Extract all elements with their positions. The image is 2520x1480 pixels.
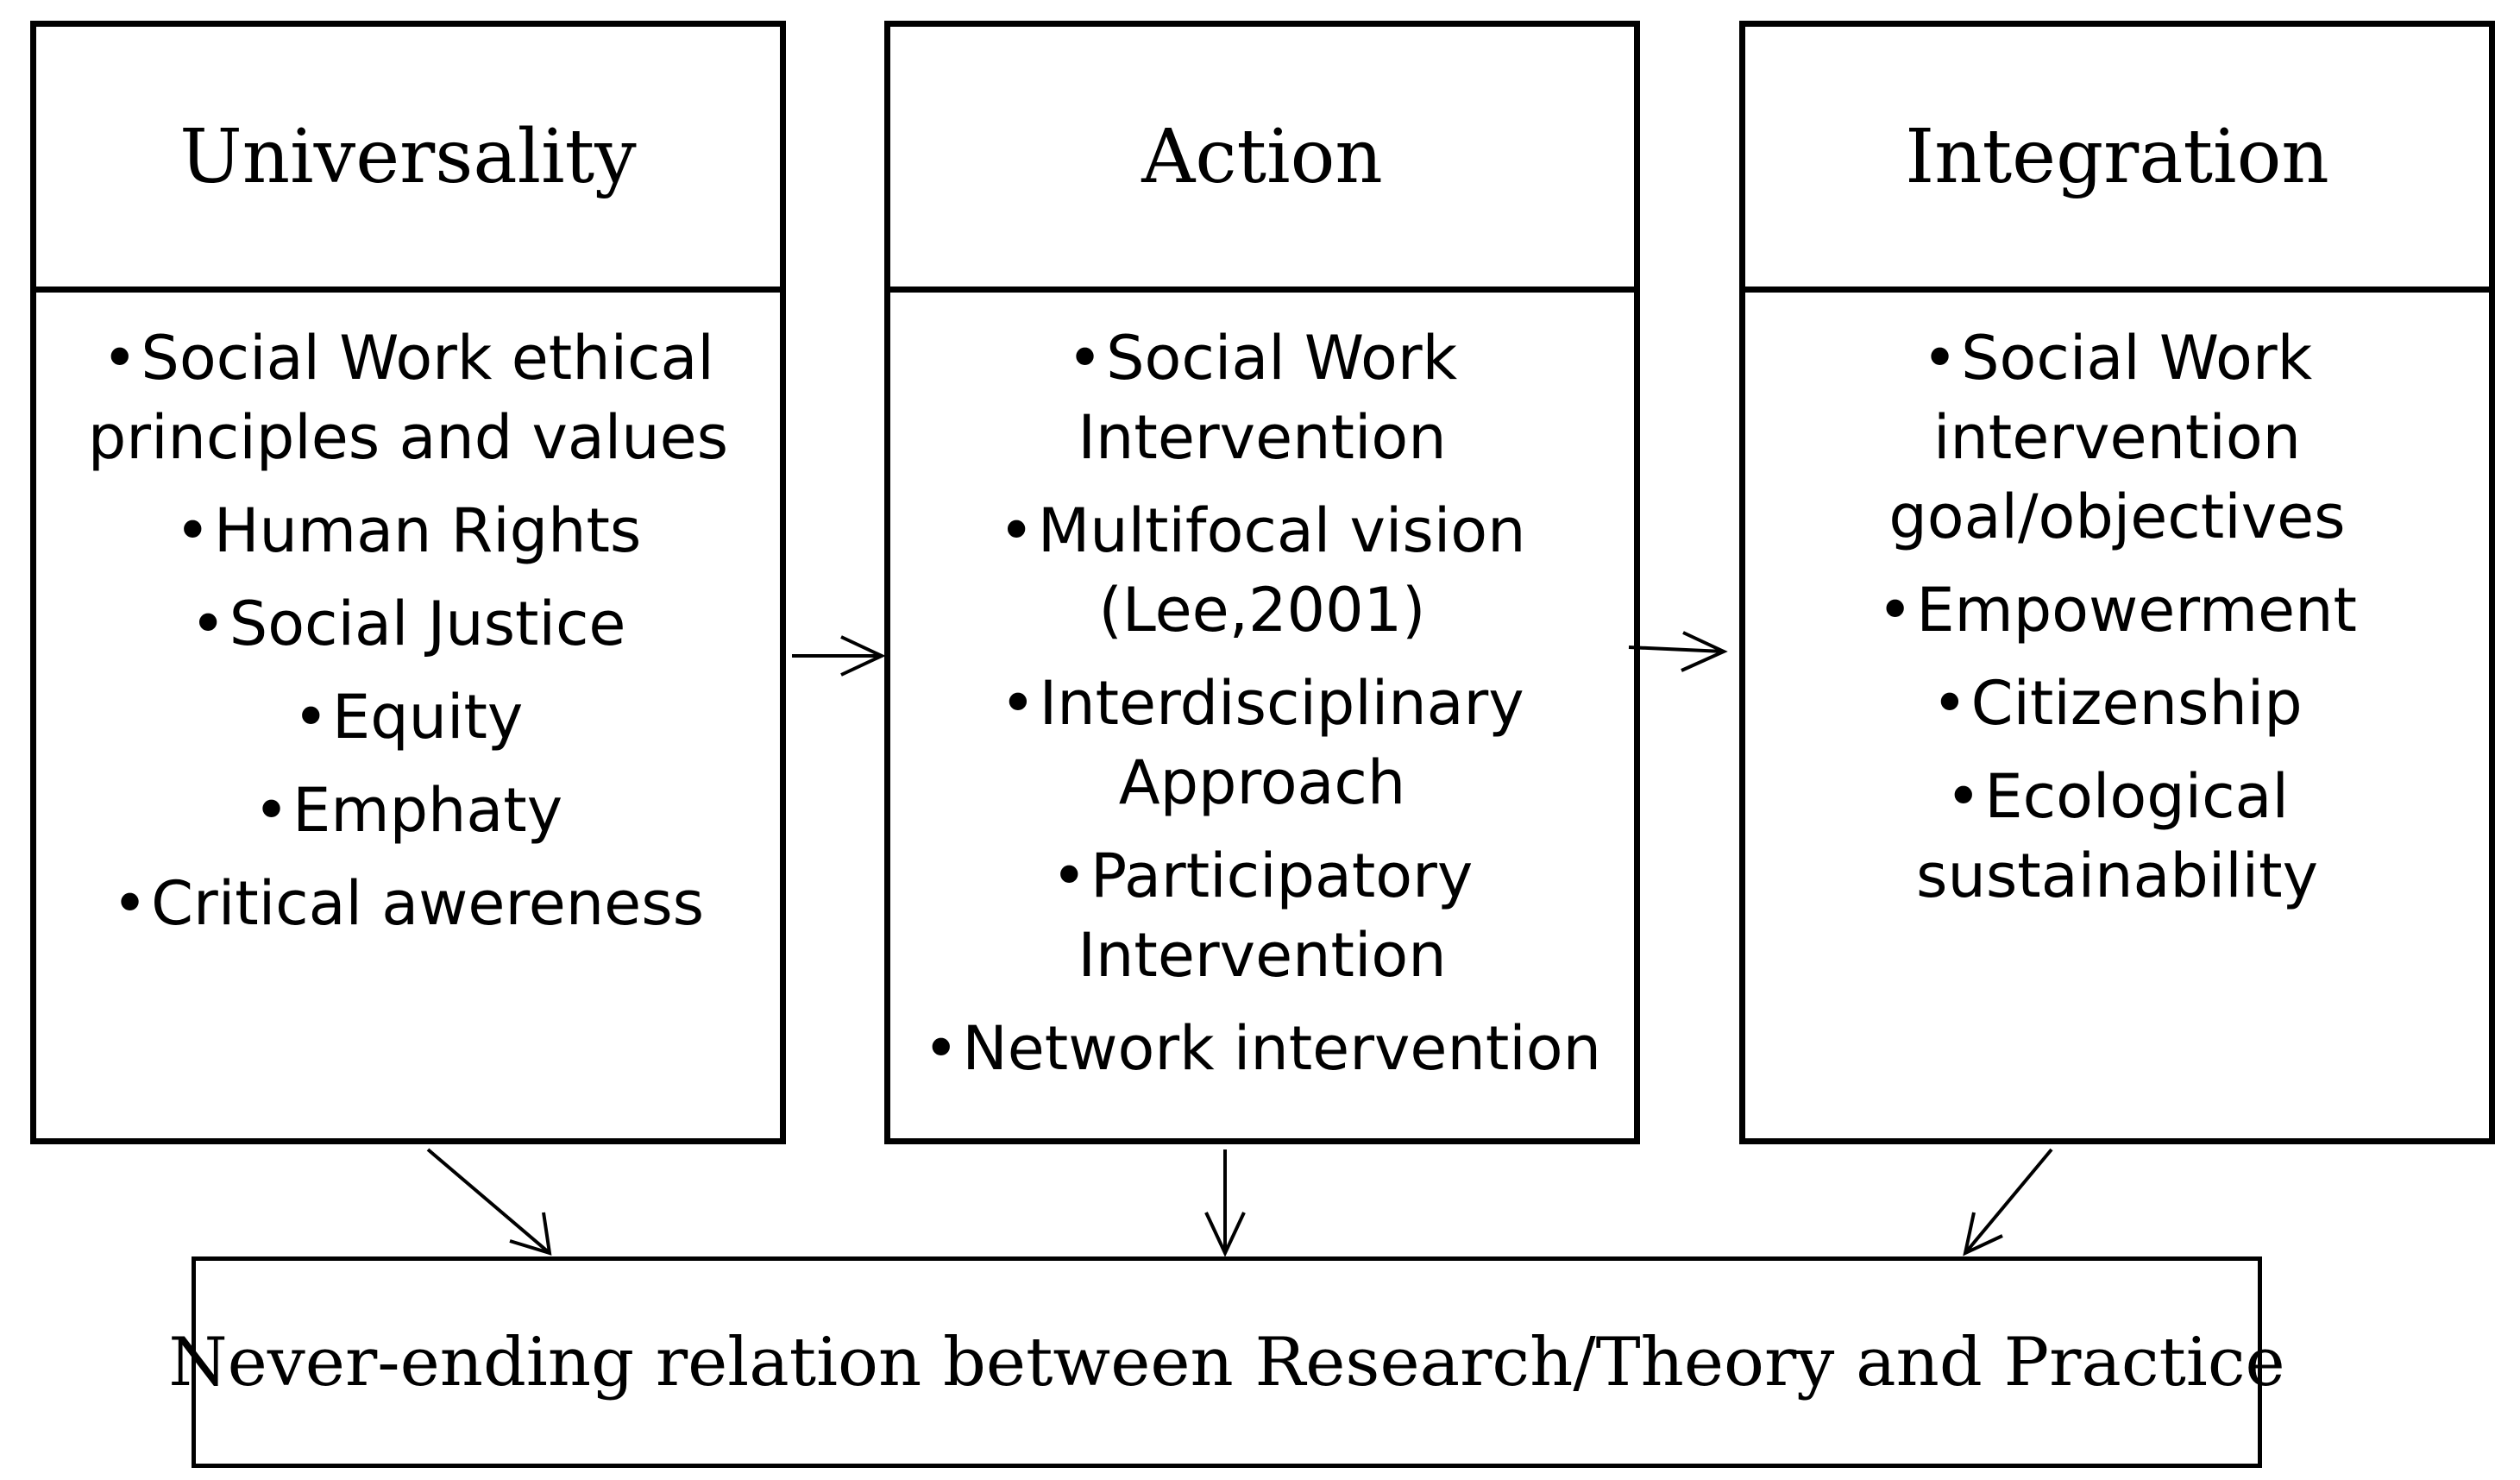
list-item-line: principles and values: [53, 398, 763, 477]
list-item-line: •Participatory: [908, 836, 1617, 916]
list-item-text: Social Work: [1106, 323, 1458, 394]
list-item-line: •Social Work ethical: [53, 318, 763, 398]
list-item-line: •Ecological: [1763, 757, 2472, 836]
bullet-icon: •: [253, 775, 290, 846]
list-item-text: Social Justice: [229, 589, 626, 659]
list-item-text: Ecological: [1984, 761, 2289, 832]
list-item-line: (Lee,2001): [908, 570, 1617, 650]
list-item-text: intervention: [1932, 402, 2302, 473]
bullet-icon: •: [1051, 841, 1087, 911]
bullet-icon: •: [111, 868, 148, 939]
arrow-universality-to-footer: [426, 1148, 552, 1256]
list-item-text: Emphaty: [292, 775, 563, 846]
list-item-text: Empowerment: [1916, 575, 2357, 646]
list-item: •Citizenship: [1745, 664, 2489, 743]
list-item: •Emphaty: [36, 771, 780, 850]
list-item: •Network intervention: [890, 1009, 1634, 1088]
list-item-text: Network intervention: [962, 1013, 1601, 1084]
list-item-line: •Interdisciplinary: [908, 664, 1617, 743]
list-item-text: Equity: [331, 682, 524, 753]
list-item: •Multifocal vision(Lee,2001): [890, 491, 1634, 650]
list-item-text: Human Rights: [213, 495, 642, 566]
list-item: •Equity: [36, 677, 780, 757]
list-item-text: Approach: [1118, 747, 1406, 818]
list-item-line: Approach: [908, 743, 1617, 822]
list-item-line: Intervention: [908, 398, 1617, 477]
list-item-line: •Human Rights: [53, 491, 763, 570]
list-item-text: Critical awereness: [151, 868, 705, 939]
list-item-line: •Social Work: [1763, 318, 2472, 398]
bullet-icon: •: [1945, 761, 1982, 832]
bullet-icon: •: [1921, 323, 1958, 394]
list-item-text: Interdisciplinary: [1039, 668, 1524, 739]
list-item-text: goal/objectives: [1888, 482, 2346, 552]
bullet-icon: •: [1066, 323, 1103, 394]
list-item-line: •Social Work: [908, 318, 1617, 398]
list-item-line: goal/objectives: [1763, 477, 2472, 557]
list-item-text: Participatory: [1090, 841, 1474, 911]
list-item-line: •Equity: [53, 677, 763, 757]
list-item-text: Intervention: [1078, 402, 1447, 473]
arrow-integration-to-footer: [1963, 1148, 2053, 1256]
list-item-text: Social Work ethical: [141, 323, 714, 394]
list-item: •Social Justice: [36, 584, 780, 664]
arrow-universality-to-action: [792, 635, 886, 677]
list-item: •Critical awereness: [36, 864, 780, 943]
arrow-action-to-footer: [1204, 1149, 1246, 1257]
list-item-text: (Lee,2001): [1098, 575, 1426, 646]
action-title: Action: [890, 27, 1634, 293]
arrow-action-to-integration: [1628, 631, 1728, 672]
list-item-text: sustainability: [1915, 841, 2318, 911]
list-item-text: principles and values: [87, 402, 729, 473]
list-item-line: •Multifocal vision: [908, 491, 1617, 570]
list-item: •Human Rights: [36, 491, 780, 570]
bullet-icon: •: [1000, 668, 1036, 739]
universality-title: Universality: [36, 27, 780, 293]
list-item-text: Social Work: [1961, 323, 2313, 394]
list-item-line: •Network intervention: [908, 1009, 1617, 1088]
list-item-line: •Social Justice: [53, 584, 763, 664]
list-item-line: •Critical awereness: [53, 864, 763, 943]
footer-relation-box: Never-ending relation between Research/T…: [168, 1256, 2285, 1468]
list-item-line: sustainability: [1763, 836, 2472, 916]
list-item-line: •Empowerment: [1763, 570, 2472, 650]
integration-title: Integration: [1745, 27, 2489, 293]
list-item: •Empowerment: [1745, 570, 2489, 650]
bullet-icon: •: [102, 323, 138, 394]
list-item-line: •Emphaty: [53, 771, 763, 850]
list-item-line: •Citizenship: [1763, 664, 2472, 743]
bullet-icon: •: [292, 682, 329, 753]
list-item-text: Multifocal vision: [1037, 495, 1526, 566]
bullet-icon: •: [923, 1013, 959, 1084]
bullet-icon: •: [174, 495, 211, 566]
list-item-text: Intervention: [1078, 920, 1447, 991]
list-item-text: Citizenship: [1970, 668, 2303, 739]
bullet-icon: •: [190, 589, 226, 659]
list-item-line: Intervention: [908, 916, 1617, 995]
bullet-icon: •: [998, 495, 1034, 566]
bullet-icon: •: [1877, 575, 1914, 646]
bullet-icon: •: [1932, 668, 1968, 739]
list-item-line: intervention: [1763, 398, 2472, 477]
